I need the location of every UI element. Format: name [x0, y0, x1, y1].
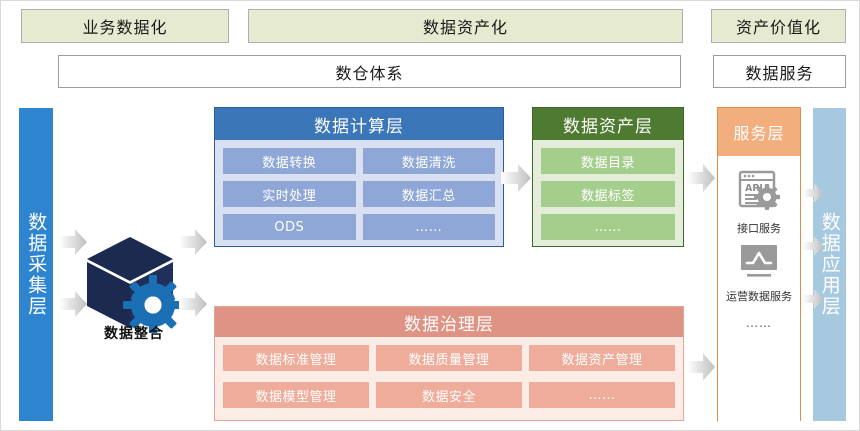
svg-text:API: API [745, 183, 763, 194]
subheader-label: 数仓体系 [335, 63, 404, 83]
governance-item[interactable]: 数据质量管理 [376, 345, 522, 371]
panel-body: 数据标准管理 数据质量管理 数据资产管理 数据模型管理 数据安全 …… [215, 337, 683, 420]
subheader-data-service: 数据服务 [713, 55, 846, 88]
integration-label: 数据整合 [104, 326, 164, 342]
arrow-collect-to-integration-bottom [59, 291, 87, 317]
panel-title: 服务层 [733, 124, 785, 143]
banner-asset-valuation: 资产价值化 [711, 9, 846, 43]
compute-item[interactable]: 数据汇总 [362, 181, 495, 207]
column-label: 数据采集层 [25, 212, 48, 317]
governance-item[interactable]: 数据资产管理 [529, 345, 675, 371]
monitor-chart-icon [737, 244, 781, 284]
compute-item[interactable]: ODS [223, 214, 356, 240]
panel-data-governance-layer: 数据治理层 数据标准管理 数据质量管理 数据资产管理 数据模型管理 数据安全 …… [214, 306, 684, 421]
arrow-asset-to-service [687, 164, 715, 192]
panel-title: 数据计算层 [314, 116, 404, 137]
arrow-compute-to-asset [501, 164, 531, 192]
banner-data-assetization: 数据资产化 [248, 9, 683, 43]
banner-label: 业务数据化 [82, 18, 168, 37]
arrow-service-to-application-bottom [803, 289, 823, 309]
governance-item[interactable]: …… [529, 382, 675, 408]
service-item-label: 运营数据服务 [726, 289, 792, 303]
panel-title: 数据治理层 [215, 307, 683, 337]
service-item-label: 接口服务 [737, 222, 781, 235]
compute-item[interactable]: 数据转换 [223, 148, 356, 174]
column-data-collection-layer: 数据采集层 [19, 108, 53, 421]
api-window-gear-icon: API [737, 170, 781, 216]
banner-label: 数据资产化 [422, 18, 508, 37]
asset-item[interactable]: 数据标签 [541, 181, 675, 207]
governance-item[interactable]: 数据模型管理 [223, 382, 369, 408]
panel-data-asset-layer: 数据资产层 数据目录 数据标签 …… [532, 107, 684, 247]
governance-item[interactable]: 数据安全 [376, 382, 522, 408]
service-more-label: …… [746, 315, 772, 330]
arrow-service-to-application-middle [803, 236, 823, 256]
panel-service-layer: 服务层 API [717, 107, 801, 422]
arrow-service-to-application-top [803, 183, 823, 203]
arrow-integration-to-governance [179, 291, 207, 317]
asset-item[interactable]: …… [541, 214, 675, 240]
arrow-integration-to-compute [179, 229, 207, 255]
compute-item[interactable]: 数据清洗 [362, 148, 495, 174]
panel-title: 数据资产层 [563, 116, 653, 137]
panel-body: 数据目录 数据标签 …… [533, 140, 683, 246]
banner-label: 资产价值化 [735, 18, 821, 37]
panel-body: API [718, 156, 800, 422]
banner-business-datafication: 业务数据化 [21, 9, 229, 43]
arrow-collect-to-integration-top [59, 229, 87, 255]
panel-body: 数据转换 数据清洗 实时处理 数据汇总 ODS …… [215, 140, 503, 246]
asset-item[interactable]: 数据目录 [541, 148, 675, 174]
subheader-data-warehouse-system: 数仓体系 [58, 55, 681, 88]
subheader-label: 数据服务 [745, 63, 814, 83]
arrow-governance-to-service [687, 353, 715, 381]
panel-data-compute-layer: 数据计算层 数据转换 数据清洗 实时处理 数据汇总 ODS …… [214, 107, 504, 247]
compute-item[interactable]: 实时处理 [223, 181, 356, 207]
column-label: 数据应用层 [818, 212, 841, 317]
governance-item[interactable]: 数据标准管理 [223, 345, 369, 371]
compute-item[interactable]: …… [362, 214, 495, 240]
column-data-application-layer: 数据应用层 [813, 108, 846, 421]
cube-gear-icon [85, 233, 183, 335]
